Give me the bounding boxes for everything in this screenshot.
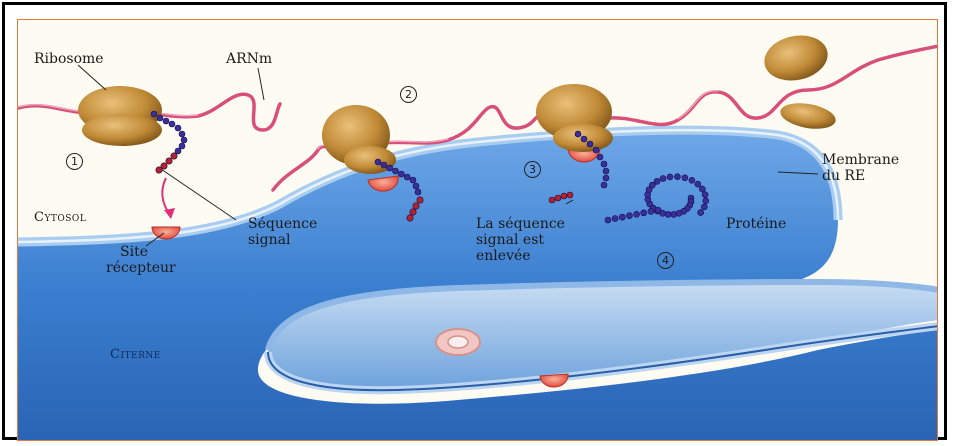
- label-signal-sequence-1: Séquence: [248, 216, 317, 233]
- label-ribosome: Ribosome: [34, 51, 104, 68]
- signal-sequence-step1: [156, 153, 177, 173]
- receptor-site-cisterna: [540, 374, 568, 387]
- step-number-4: 4: [657, 252, 674, 269]
- label-receptor-site-2: récepteur: [106, 260, 176, 277]
- label-signal-sequence-2: signal: [248, 232, 290, 249]
- label-membrane-2: du RE: [822, 168, 865, 185]
- step-number-2: 2: [400, 86, 417, 103]
- label-mrna: ARNm: [226, 51, 272, 68]
- label-signal-removed-2: signal est: [476, 232, 544, 249]
- binding-arrow: [162, 178, 175, 219]
- vesicle: [436, 329, 480, 355]
- label-protein: Protéine: [726, 216, 786, 233]
- label-receptor-site-1: Site: [120, 244, 148, 261]
- label-signal-removed-1: La séquence: [476, 216, 565, 233]
- figure-panel: Ribosome ARNm Cytosol Séquence signal Si…: [17, 19, 938, 441]
- label-signal-removed-3: enlevée: [476, 248, 531, 265]
- ribosome-subunit-small-free: [778, 99, 837, 132]
- label-cytosol: Cytosol: [34, 209, 86, 226]
- ribosome-subunit-large-free: [760, 30, 832, 86]
- label-cisterna: Citerne: [110, 346, 161, 363]
- ribosome-step1: [78, 86, 162, 146]
- step-number-1: 1: [66, 153, 83, 170]
- figure-frame: Ribosome ARNm Cytosol Séquence signal Si…: [2, 2, 947, 440]
- step-number-3: 3: [524, 161, 541, 178]
- label-membrane-1: Membrane: [822, 152, 899, 169]
